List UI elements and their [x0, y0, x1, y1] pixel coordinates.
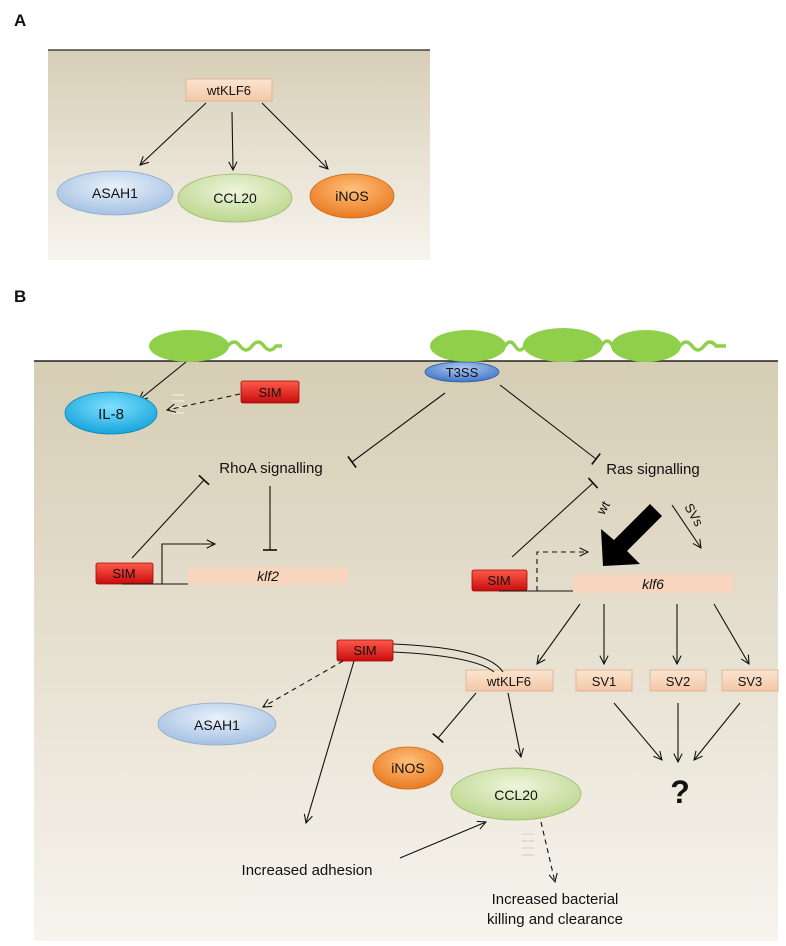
panel-a-arrow-inos — [261, 102, 328, 169]
asah1-label: ASAH1 — [194, 717, 240, 733]
dashed-arrow-sim-asah1 — [263, 660, 344, 707]
klf2-transcription-arrow — [161, 544, 215, 584]
sv3-node: SV3 — [721, 669, 779, 692]
panel-a-asah1-label: ASAH1 — [92, 185, 138, 201]
dashed-arrow-ccl20-killing — [540, 821, 555, 882]
arrow-wtklf6-ccl20 — [507, 692, 521, 757]
bacteria-right — [430, 328, 726, 362]
sim-top-label: SIM — [258, 385, 281, 400]
panel-a-wtklf6-node: wtKLF6 — [185, 78, 273, 102]
il8-label: IL-8 — [98, 406, 124, 423]
sim-right-label: SIM — [487, 573, 510, 588]
ccl20-node: CCL20 — [450, 767, 582, 821]
arrow-sv1-unknown — [613, 702, 662, 760]
inhibit-sim-ras — [511, 477, 599, 558]
arrow-klf6-wtklf6 — [537, 603, 581, 664]
klf6-label: klf6 — [642, 576, 664, 592]
killing-label-line2: killing and clearance — [487, 911, 623, 928]
inos-node: iNOS — [372, 746, 444, 790]
sv2-node: SV2 — [649, 669, 707, 692]
panel-a-arrow-asah1 — [140, 102, 207, 165]
arrow-sv3-unknown — [694, 702, 741, 760]
increased-adhesion-label: Increased adhesion — [242, 862, 373, 879]
panel-a-inos-node: iNOS — [309, 173, 395, 219]
sim-right: SIM — [471, 569, 528, 592]
inhibit-t3ss-ras — [499, 384, 601, 466]
inhibit-sim-rhoa — [131, 474, 210, 559]
sim-to-wtklf6-line-1 — [392, 643, 504, 673]
panel-a-arrow-ccl20 — [232, 111, 233, 170]
panel-b-letter: B — [14, 287, 26, 306]
panel-a-ccl20-label: CCL20 — [213, 190, 257, 206]
panel-a-inos-label: iNOS — [335, 188, 368, 204]
wtklf6-node: wtKLF6 — [465, 669, 554, 692]
klf6-dashed-transcription — [536, 552, 588, 591]
il8-node: IL-8 — [64, 391, 158, 435]
svs-arrow — [671, 504, 701, 548]
sim-left-label: SIM — [112, 566, 135, 581]
inhibit-t3ss-rhoa — [347, 392, 446, 469]
panel-b-background — [34, 361, 778, 941]
arrow-adhesion-ccl20 — [399, 822, 486, 859]
sim-center: SIM — [336, 639, 394, 662]
sim-center-label: SIM — [353, 643, 376, 658]
arrow-sim-adhesion — [306, 660, 355, 823]
inos-label: iNOS — [391, 760, 424, 776]
sv3-label: SV3 — [738, 674, 763, 689]
klf2-label: klf2 — [257, 568, 279, 584]
killing-label-line1: Increased bacterial — [492, 891, 619, 908]
panel-a-wtklf6-label: wtKLF6 — [206, 83, 251, 98]
dashed-arrow-sim-to-il8 — [167, 393, 241, 410]
panel-a-letter: A — [14, 11, 26, 30]
t3ss-node: T3SS — [424, 361, 500, 383]
rhoa-signalling-label: RhoA signalling — [219, 460, 322, 477]
wt-big-arrow — [601, 504, 662, 566]
klf6-gene: klf6 — [573, 574, 733, 593]
arrow-bacterium-to-il8 — [139, 361, 187, 400]
sv1-label: SV1 — [592, 674, 617, 689]
sv2-label: SV2 — [666, 674, 691, 689]
sim-left: SIM — [95, 562, 154, 585]
asah1-node: ASAH1 — [157, 702, 277, 746]
arrow-klf6-sv3 — [713, 603, 749, 664]
klf2-gene: klf2 — [188, 567, 348, 585]
sim-to-wtklf6-line-2 — [392, 651, 495, 673]
ccl20-label: CCL20 — [494, 787, 538, 803]
bacterium-left — [149, 330, 282, 362]
faint-strikes-il8 — [172, 394, 184, 414]
t3ss-label: T3SS — [446, 365, 479, 380]
unknown-question-mark: ? — [670, 774, 690, 810]
inhibit-wtklf6-inos — [432, 692, 477, 744]
panel-a-asah1-node: ASAH1 — [56, 170, 174, 216]
faint-strikes-ccl20 — [522, 833, 534, 856]
wtklf6-label: wtKLF6 — [486, 674, 531, 689]
sv1-node: SV1 — [575, 669, 633, 692]
ras-signalling-label: Ras signalling — [606, 461, 699, 478]
panel-a-ccl20-node: CCL20 — [177, 173, 293, 223]
sim-top: SIM — [240, 380, 300, 404]
